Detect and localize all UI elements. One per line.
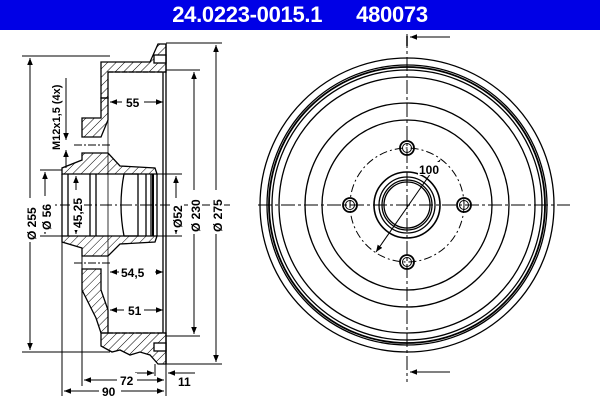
- part-number: 24.0223-0015.1: [172, 2, 323, 27]
- side-section-view: [40, 43, 230, 365]
- lower-web-section: [81, 268, 109, 334]
- technical-drawing: 55 54,5 51 72 90 11 Ø 255 Ø 56 45,25 M12…: [22, 34, 570, 399]
- dim-51: 51: [128, 304, 142, 318]
- dim-54-5: 54,5: [121, 266, 145, 280]
- dim-11: 11: [178, 375, 191, 389]
- upper-web-section: [81, 97, 109, 138]
- dim-90: 90: [102, 385, 116, 399]
- upper-shell-section: [100, 43, 167, 99]
- dim-dia-56: Ø 56: [40, 204, 54, 230]
- dim-dia-255: Ø 255: [25, 207, 39, 240]
- dim-45-25: 45,25: [71, 198, 85, 228]
- dim-thread: M12x1,5 (4x): [51, 84, 63, 150]
- hub-upper-section: [61, 152, 158, 175]
- dim-55: 55: [126, 96, 140, 110]
- dim-72: 72: [120, 374, 134, 388]
- reference-number: 480073: [356, 2, 428, 27]
- dim-dia-230: Ø 230: [189, 199, 203, 232]
- dim-dia-52: Ø52: [171, 205, 185, 228]
- title-bar: 24.0223-0015.1 480073: [0, 0, 600, 30]
- hub-lower-section: [61, 235, 158, 257]
- dim-dia-275: Ø 275: [211, 199, 225, 232]
- dim-bolt-circle-100: 100: [419, 163, 439, 177]
- front-view: [258, 34, 570, 382]
- side-dimension-labels: 55 54,5 51 72 90 11 Ø 255 Ø 56 45,25 M12…: [24, 68, 225, 399]
